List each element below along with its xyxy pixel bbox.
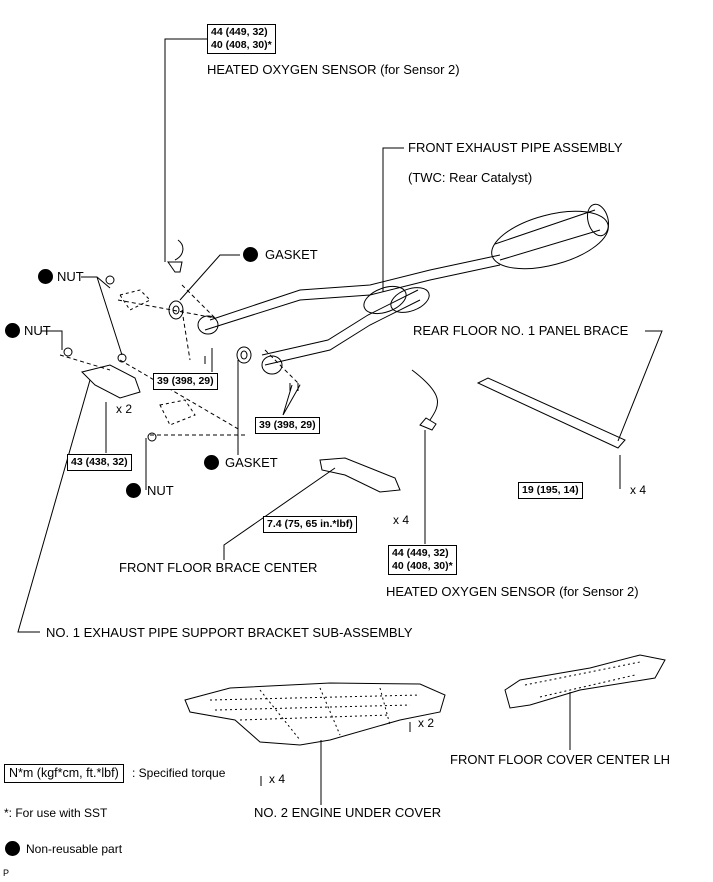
label-ho2s-top: HEATED OXYGEN SENSOR (for Sensor 2) (207, 62, 460, 77)
qty-brace-bolts: x 4 (393, 513, 410, 527)
label-rear-floor-brace: REAR FLOOR NO. 1 PANEL BRACE (413, 323, 629, 338)
catalyst-1 (363, 285, 407, 315)
torque-pipe-b: 39 (398, 29) (255, 417, 320, 434)
torque-ho2s-bottom: 44 (449, 32) 40 (408, 30)* (388, 545, 457, 575)
label-front-floor-brace: FRONT FLOOR BRACE CENTER (119, 560, 318, 575)
torque-ho2s-top-1: 44 (449, 32) (211, 26, 268, 38)
qty-cover-bolts-left: x 4 (269, 772, 286, 786)
leader-rear-brace (617, 330, 663, 442)
pipe-main (204, 254, 501, 331)
legend-torque-desc: : Specified torque (132, 766, 226, 780)
non-reusable-marker-gasket-top (243, 247, 258, 262)
non-reusable-marker-nut-left (5, 323, 20, 338)
torque-ho2s-bottom-1: 44 (449, 32) (392, 547, 449, 559)
qty-cover-bolts-right: x 2 (418, 716, 435, 730)
non-reusable-marker-nut-top (38, 269, 53, 284)
gasket-top-shape (168, 300, 184, 320)
label-gasket-bottom: GASKET (225, 455, 278, 470)
corner-mark: P (3, 868, 10, 878)
label-nut-bottom: NUT (147, 483, 174, 498)
label-nut-left: NUT (24, 323, 51, 338)
leader-nut-top (81, 276, 123, 356)
legend-non-reusable-marker (5, 841, 20, 856)
label-engine-under-cover: NO. 2 ENGINE UNDER COVER (254, 805, 442, 820)
legend-torque-unit: N*m (kgf*cm, ft.*lbf) (4, 764, 124, 783)
pipe-lower (261, 289, 421, 366)
catalyst-2 (390, 287, 430, 313)
floor-cover-shape (504, 654, 666, 709)
leader-bracket (17, 379, 91, 633)
gasket-bottom-shape (236, 346, 252, 364)
label-ho2s-bottom: HEATED OXYGEN SENSOR (for Sensor 2) (386, 584, 639, 599)
engine-under-cover-shape (184, 682, 446, 746)
leader-brace-center (223, 467, 336, 560)
rear-brace-shape (476, 377, 626, 449)
non-reusable-marker-nut-bottom (126, 483, 141, 498)
qty-rear-brace-bolts: x 4 (630, 483, 647, 497)
legend-non-reusable: Non-reusable part (26, 842, 123, 856)
leader-torque-39b (282, 384, 301, 416)
leader-ho2s-top (164, 38, 207, 262)
qty-bracket-bolts: x 2 (116, 402, 133, 416)
non-reusable-marker-gasket-bottom (204, 455, 219, 470)
torque-bracket: 43 (438, 32) (67, 454, 132, 471)
torque-ho2s-top: 44 (449, 32) 40 (408, 30)* (207, 24, 276, 54)
muffler (491, 210, 609, 270)
torque-rear-brace: 19 (195, 14) (518, 482, 583, 499)
torque-ho2s-top-2: 40 (408, 30)* (211, 39, 272, 51)
ho2s-bottom-shape (411, 369, 438, 431)
bracket-shape (81, 364, 141, 399)
ho2s-top-shape (167, 239, 184, 273)
label-bracket: NO. 1 EXHAUST PIPE SUPPORT BRACKET SUB-A… (46, 625, 413, 640)
torque-pipe-a: 39 (398, 29) (153, 373, 218, 390)
brace-center-shape (319, 457, 401, 493)
legend-sst-note: *: For use with SST (4, 806, 108, 820)
leader-gasket-top (179, 254, 240, 301)
label-front-pipe: FRONT EXHAUST PIPE ASSEMBLY (408, 140, 623, 155)
torque-ho2s-bottom-2: 40 (408, 30)* (392, 560, 453, 572)
leader-front-pipe (382, 147, 404, 292)
label-nut-top: NUT (57, 269, 84, 284)
label-gasket-top: GASKET (265, 247, 318, 262)
label-twc: (TWC: Rear Catalyst) (408, 170, 533, 185)
torque-brace: 7.4 (75, 65 in.*lbf) (263, 516, 357, 533)
leader-nut-left (41, 330, 63, 350)
label-front-floor-cover: FRONT FLOOR COVER CENTER LH (450, 752, 671, 767)
